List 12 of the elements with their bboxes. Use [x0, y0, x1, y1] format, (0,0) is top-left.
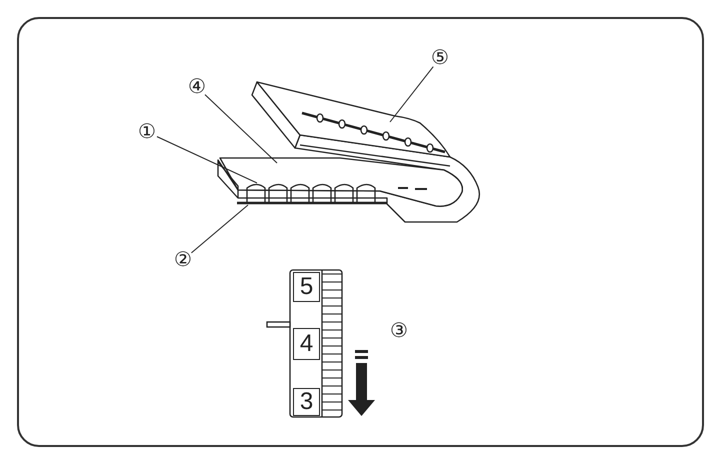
scale-number: 5: [293, 272, 320, 302]
leader-line: [156, 136, 258, 184]
callout-number: ⑤: [429, 47, 451, 69]
scale-number: 4: [293, 328, 320, 360]
callout-number: ④: [186, 76, 208, 98]
callout-number: ②: [172, 249, 194, 271]
callout-number: ①: [136, 121, 158, 143]
leader-line: [390, 66, 434, 122]
leader-line: [190, 204, 248, 254]
scale-number: 3: [293, 388, 320, 416]
leader-line: [204, 94, 278, 164]
callout-number: ③: [390, 321, 408, 341]
